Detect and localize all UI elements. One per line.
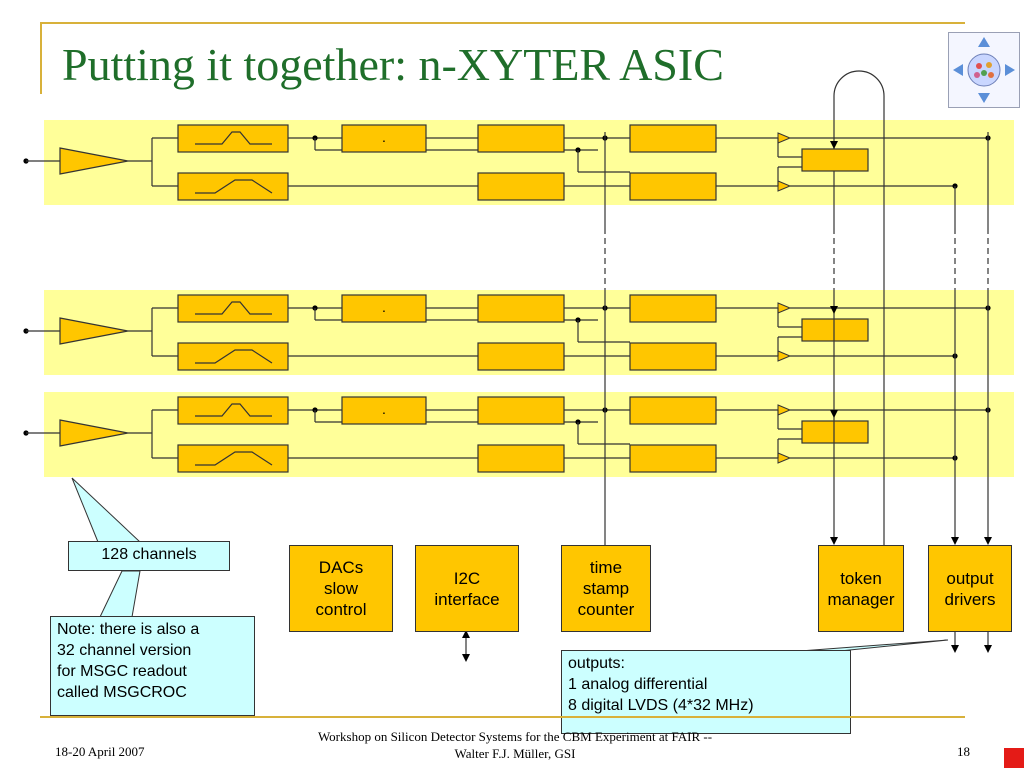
timestamp-latch-box <box>629 396 717 425</box>
analog-sample-box <box>629 444 717 473</box>
logo-icon <box>948 32 1020 108</box>
fast-shaper-box <box>177 124 289 153</box>
latch-box <box>477 294 565 323</box>
discriminator-label: . <box>382 401 386 417</box>
arrow-head <box>984 537 992 545</box>
footer-page-number: 18 <box>957 744 970 759</box>
shaper-pulse-icon <box>195 451 273 466</box>
footer-date: 18-20 April 2007 <box>55 744 145 759</box>
slow-shaper-box <box>177 342 289 371</box>
arrow-head <box>830 141 838 149</box>
analog-sample-box <box>629 342 717 371</box>
slide-title: Putting it together: n-XYTER ASIC <box>62 39 724 90</box>
arrow-head <box>830 410 838 418</box>
title-frame-top <box>40 22 965 24</box>
shaper-pulse-icon <box>195 179 273 194</box>
callout-pointer <box>71 477 142 543</box>
shaper-pulse-icon <box>195 403 272 417</box>
arrow-head <box>462 654 470 662</box>
discriminator-box <box>341 396 427 425</box>
arrow-head <box>830 306 838 314</box>
timestamp-latch-box <box>629 294 717 323</box>
token-loop <box>833 70 885 545</box>
corner-marker <box>1004 748 1024 768</box>
fast-shaper-box <box>177 396 289 425</box>
peak-detect-box <box>477 444 565 473</box>
callout-pointer <box>99 570 141 618</box>
shaper-pulse-icon <box>195 131 272 145</box>
preamp-triangle <box>59 317 129 345</box>
outputs-callout: outputs: 1 analog differential 8 digital… <box>561 650 851 734</box>
slow-shaper-box <box>177 444 289 473</box>
latch-box <box>477 396 565 425</box>
latch-box <box>477 124 565 153</box>
footer-divider <box>40 716 965 718</box>
channels-callout: 128 channels <box>68 541 230 571</box>
slow-shaper-box <box>177 172 289 201</box>
token-manager-block: token manager <box>818 545 904 632</box>
preamp-triangle <box>59 147 129 175</box>
msgc-note-callout: Note: there is also a 32 channel version… <box>50 616 255 716</box>
i2c-interface-block: I2C interface <box>415 545 519 632</box>
peak-detect-box <box>477 342 565 371</box>
discriminator-label: . <box>382 299 386 315</box>
shaper-pulse-icon <box>195 349 273 364</box>
token-cell-box <box>801 318 869 342</box>
arrow-head <box>462 630 470 638</box>
shaper-pulse-icon <box>195 301 272 315</box>
timestamp-latch-box <box>629 124 717 153</box>
time-stamp-counter-block: time stamp counter <box>561 545 651 632</box>
title-frame-left <box>40 22 42 94</box>
dacs-slow-control-block: DACs slow control <box>289 545 393 632</box>
peak-detect-box <box>477 172 565 201</box>
arrow-head <box>984 645 992 653</box>
discriminator-box <box>341 124 427 153</box>
footer-workshop: Workshop on Silicon Detector Systems for… <box>317 729 713 761</box>
output-drivers-block: output drivers <box>928 545 1012 632</box>
arrow-head <box>830 537 838 545</box>
analog-sample-box <box>629 172 717 201</box>
arrow-head <box>951 645 959 653</box>
token-cell-box <box>801 148 869 172</box>
fast-shaper-box <box>177 294 289 323</box>
preamp-triangle <box>59 419 129 447</box>
token-cell-box <box>801 420 869 444</box>
arrow-head <box>951 537 959 545</box>
discriminator-label: . <box>382 129 386 145</box>
